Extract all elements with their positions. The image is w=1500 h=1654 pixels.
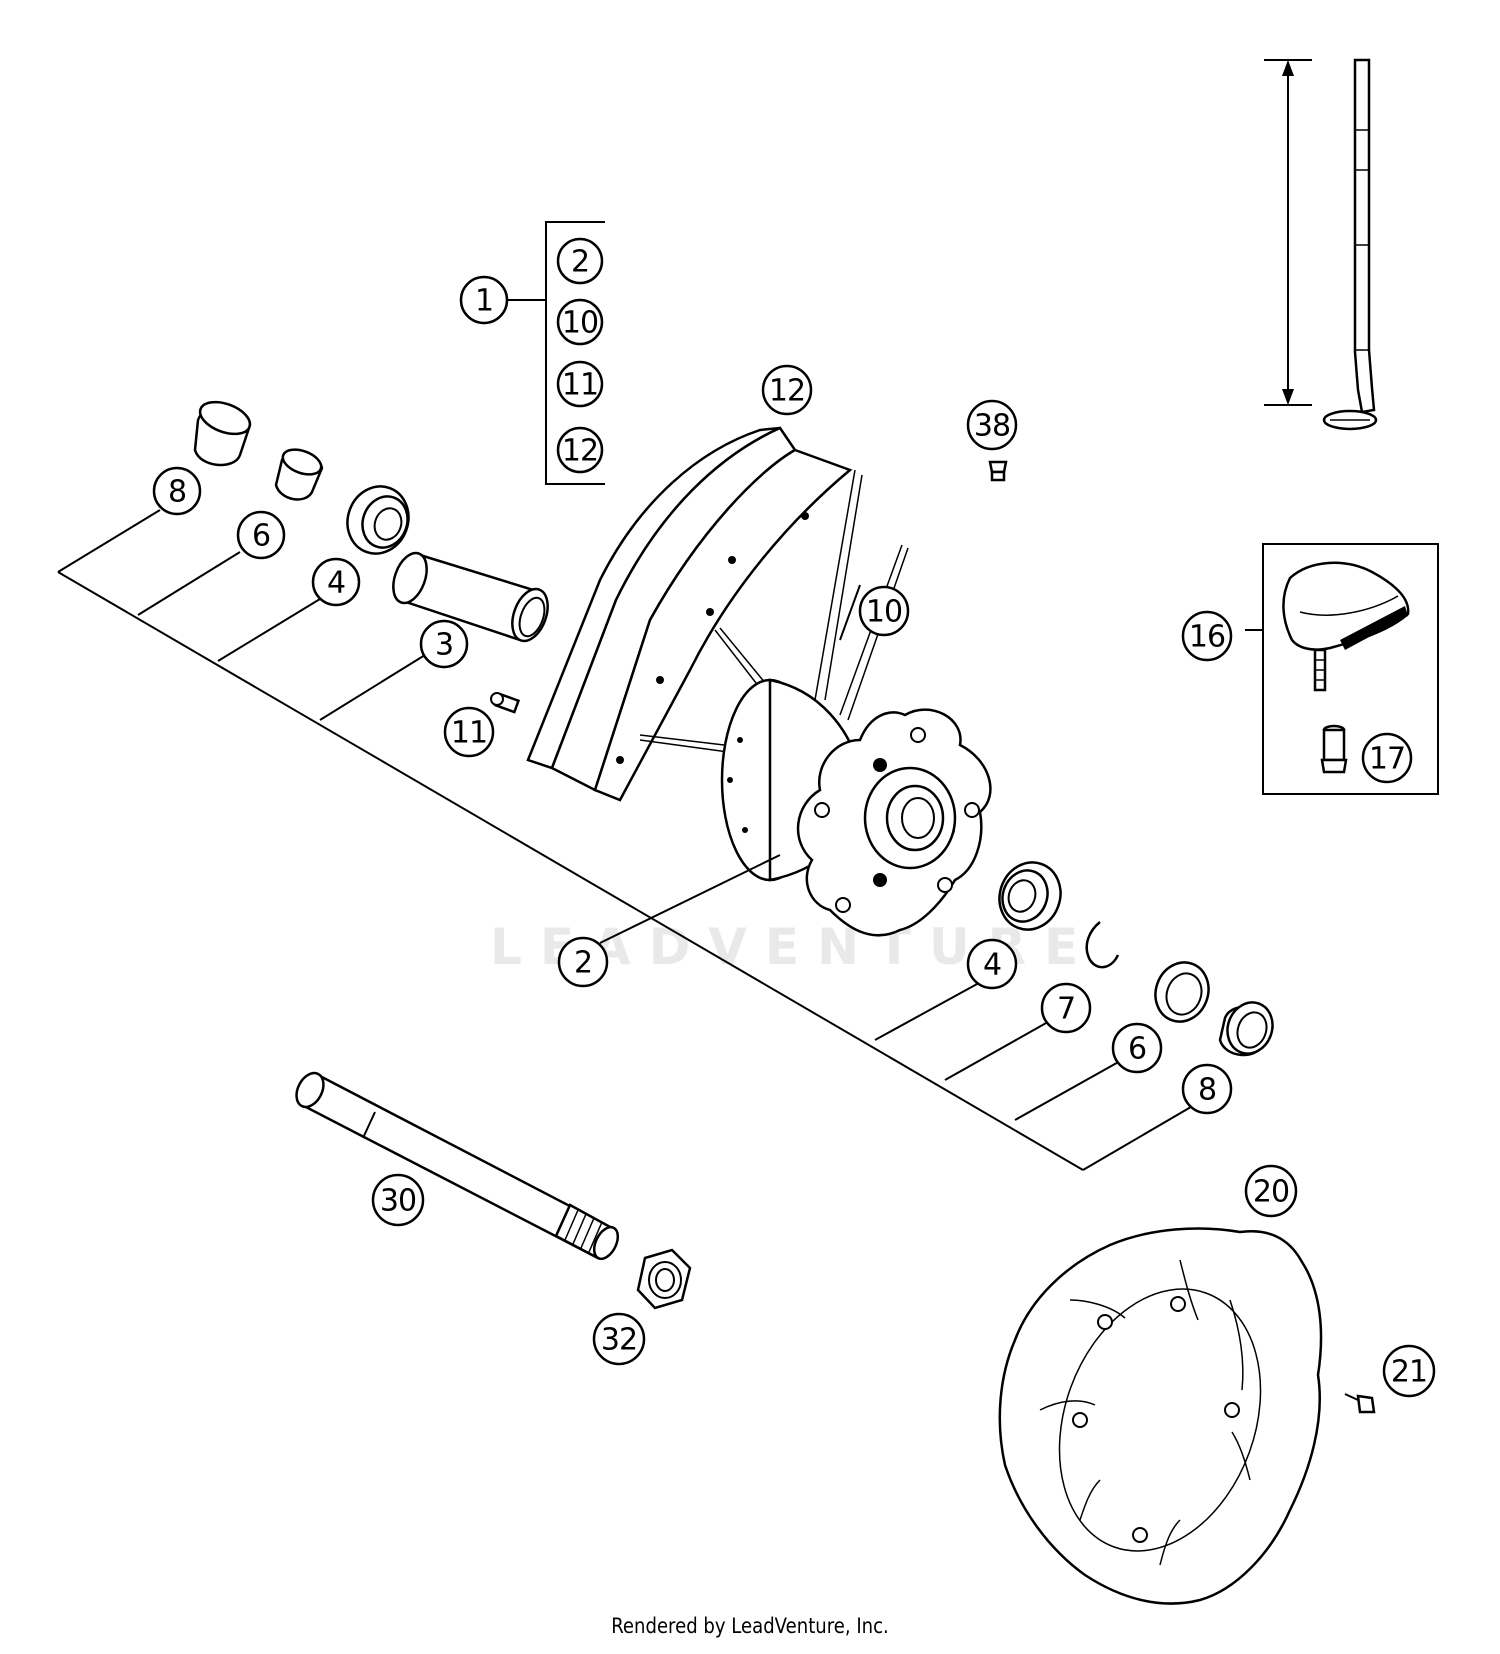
- wheel-rim: [526, 426, 853, 802]
- callout-1: 1: [459, 275, 509, 325]
- callout-8-right-label: 8: [1198, 1073, 1216, 1108]
- callout-12-kit-label: 12: [562, 434, 598, 469]
- callout-3-label: 3: [435, 628, 453, 663]
- callout-7-label: 7: [1057, 992, 1075, 1027]
- render-credit: Rendered by LeadVenture, Inc.: [611, 1614, 889, 1638]
- callout-11-kit: 11: [556, 360, 604, 408]
- callout-2-hub: 2: [557, 936, 609, 988]
- callout-12-rim-label: 12: [769, 374, 805, 409]
- callout-38-label: 38: [974, 409, 1010, 444]
- callout-32: 32: [592, 1312, 646, 1366]
- callout-7: 7: [1040, 982, 1092, 1034]
- distance-tube-3: [392, 551, 549, 643]
- bearing-4-right: [998, 861, 1062, 931]
- inner-tube: [1282, 561, 1410, 692]
- callout-1-label: 1: [475, 284, 493, 319]
- spacer-8-right: [1218, 1001, 1274, 1057]
- bolt-38: [988, 460, 1008, 482]
- kit-bracket: [506, 221, 605, 485]
- seal-6-left: [274, 448, 324, 501]
- callout-16: 16: [1181, 610, 1233, 662]
- callout-8-right: 8: [1181, 1063, 1233, 1115]
- callout-4-right-label: 4: [983, 948, 1001, 983]
- callout-30: 30: [371, 1173, 425, 1227]
- callout-38: 38: [966, 399, 1018, 451]
- wheel-hub: [720, 678, 992, 937]
- callout-2-hub-label: 2: [574, 946, 592, 981]
- axle-30: [295, 1071, 620, 1261]
- spoke: [1322, 58, 1378, 431]
- seal-6-right: [1154, 961, 1210, 1023]
- callout-10-spokes-label: 10: [866, 595, 902, 630]
- callout-11-nipple-label: 11: [451, 716, 487, 751]
- axle-nut-32: [636, 1248, 692, 1310]
- callout-21-label: 21: [1391, 1355, 1427, 1390]
- nipple-11: [490, 692, 521, 714]
- callout-10-kit: 10: [556, 298, 604, 346]
- callout-6-right-label: 6: [1128, 1032, 1146, 1067]
- bearing-4-left: [346, 485, 410, 555]
- callout-4-left-label: 4: [327, 566, 345, 601]
- tube-kit-box: [1262, 543, 1439, 795]
- spoke-length-gauge: [1264, 59, 1312, 406]
- callout-12-kit: 12: [556, 426, 604, 474]
- callout-11-kit-label: 11: [562, 368, 598, 403]
- callout-10-kit-label: 10: [562, 306, 598, 341]
- callout-4-left: 4: [311, 557, 361, 607]
- callout-8-left: 8: [152, 466, 202, 516]
- callout-6-left-label: 6: [252, 519, 270, 554]
- callout-16-label: 16: [1189, 620, 1225, 655]
- callout-3: 3: [419, 619, 469, 669]
- callout-10-spokes: 10: [858, 585, 910, 637]
- callout-4-right: 4: [966, 938, 1018, 990]
- circlip-7: [1085, 921, 1120, 969]
- callout-21: 21: [1382, 1344, 1436, 1398]
- callout-32-label: 32: [601, 1323, 637, 1358]
- disc-screw-21: [1344, 1393, 1376, 1414]
- leader-lines: [57, 509, 1197, 1171]
- callout-6-right: 6: [1111, 1022, 1163, 1074]
- callout-6-left: 6: [236, 510, 286, 560]
- callout-2-kit-label: 2: [571, 245, 589, 280]
- callout-12-rim: 12: [761, 364, 813, 416]
- callout-17: 17: [1361, 732, 1413, 784]
- callout-8-left-label: 8: [168, 475, 186, 510]
- callout-11-nipple: 11: [443, 706, 495, 758]
- brake-disc-20: [998, 1227, 1323, 1605]
- callout-20: 20: [1244, 1164, 1298, 1218]
- spacer-8-left: [193, 400, 252, 467]
- callout-2-kit: 2: [556, 237, 604, 285]
- callout-17-label: 17: [1369, 742, 1405, 777]
- valve-core-nut: [1320, 724, 1348, 774]
- callout-20-label: 20: [1253, 1175, 1289, 1210]
- callout-30-label: 30: [380, 1184, 416, 1219]
